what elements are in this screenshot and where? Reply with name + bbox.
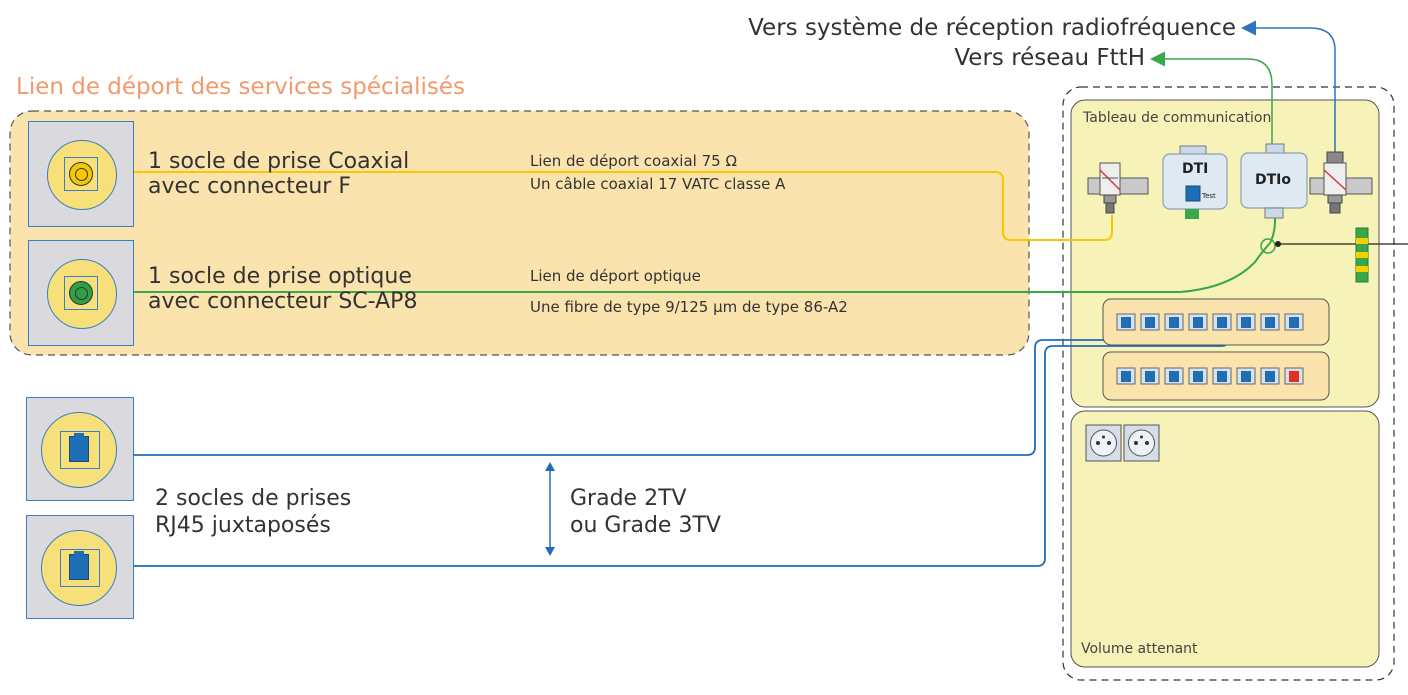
patch-port xyxy=(1260,367,1280,385)
rj45-port-icon xyxy=(69,554,89,580)
power-socket-1 xyxy=(1085,424,1122,462)
patch-port xyxy=(1164,313,1184,331)
left-surge-protector xyxy=(1099,162,1121,214)
rj45-socket-1 xyxy=(26,397,134,501)
patch-port xyxy=(1140,367,1160,385)
dti-test-label: Test xyxy=(1202,192,1216,200)
ftth-destination-label: Vers réseau FttH xyxy=(954,45,1145,71)
dtio-label: DTIo xyxy=(1255,172,1291,188)
patch-port xyxy=(1188,313,1208,331)
external-line-dot xyxy=(1275,241,1281,247)
equipment-frame xyxy=(1062,86,1395,681)
dti-device xyxy=(1162,145,1228,219)
coax-socket-label-1: 1 socle de prise Coaxial xyxy=(148,149,410,174)
earth-terminal xyxy=(1355,227,1369,283)
coax-link-label-1: Lien de déport coaxial 75 Ω xyxy=(530,152,737,170)
services-link-title: Lien de déport des services spécialisés xyxy=(16,74,465,100)
patch-port xyxy=(1116,367,1136,385)
rf-destination-label: Vers système de réception radiofréquence xyxy=(748,15,1236,41)
rj45-label-1: 2 socles de prises xyxy=(155,486,352,511)
communication-panel-title: Tableau de communication xyxy=(1083,110,1272,126)
patch-port xyxy=(1284,313,1304,331)
fiber-loop xyxy=(1260,238,1276,254)
coax-socket xyxy=(28,121,134,227)
optical-socket-label-1: 1 socle de prise optique xyxy=(148,264,412,289)
patch-port xyxy=(1284,367,1304,385)
coax-cable xyxy=(82,171,1113,241)
coax-link-label-2: Un câble coaxial 17 VATC classe A xyxy=(530,175,786,193)
ftth-cable xyxy=(1150,51,1273,152)
patch-ports xyxy=(1116,313,1304,385)
patch-port xyxy=(1212,313,1232,331)
patch-port xyxy=(1236,367,1256,385)
rj45-port-icon xyxy=(69,436,89,462)
right-surge-protector xyxy=(1323,151,1347,214)
rf-cable xyxy=(1241,20,1336,152)
patch-port xyxy=(1164,367,1184,385)
optical-socket-label-2: avec connecteur SC-AP8 xyxy=(148,289,418,314)
patch-port xyxy=(1212,367,1232,385)
rj45-socket-2 xyxy=(26,515,134,619)
power-socket-2 xyxy=(1123,424,1160,462)
optical-connector-icon xyxy=(69,281,93,305)
patch-port xyxy=(1260,313,1280,331)
patch-port xyxy=(1188,367,1208,385)
optical-socket xyxy=(28,240,134,346)
fiber-cable xyxy=(82,211,1277,293)
grade-label-2: ou Grade 3TV xyxy=(570,513,721,538)
patch-port xyxy=(1116,313,1136,331)
grade-label-1: Grade 2TV xyxy=(570,486,687,511)
dtio-device xyxy=(1240,143,1308,219)
coax-connector-icon xyxy=(69,162,93,186)
adjacent-volume xyxy=(1070,410,1380,668)
adjacent-volume-title: Volume attenant xyxy=(1081,641,1198,657)
coax-socket-label-2: avec connecteur F xyxy=(148,174,351,199)
dti-label: DTI xyxy=(1182,161,1209,177)
patch-port xyxy=(1236,313,1256,331)
rj45-label-2: RJ45 juxtaposés xyxy=(155,513,331,538)
optical-link-label-1: Lien de déport optique xyxy=(530,267,701,285)
patch-port xyxy=(1140,313,1160,331)
optical-link-label-2: Une fibre de type 9/125 µm de type 86-A2 xyxy=(530,298,848,316)
